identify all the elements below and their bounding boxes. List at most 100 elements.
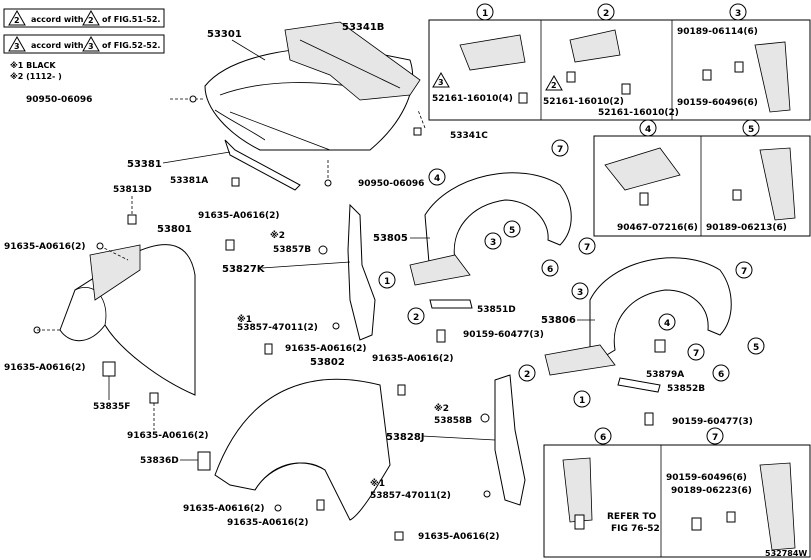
triangle-3b-label: 3 — [88, 42, 94, 51]
label-90159-60496-a: 90159-60496(6) — [677, 98, 758, 108]
label-53879A: 53879A — [646, 370, 684, 380]
callout-1-a — [378, 271, 396, 289]
label-90467-07216: 90467-07216(6) — [617, 223, 698, 233]
label-53805: 53805 — [373, 233, 408, 244]
hood-seal-group: 53341B 53341C — [284, 21, 488, 141]
callout-7-c — [735, 261, 753, 279]
label-x2-b: ※2 — [434, 403, 449, 414]
label-53851D: 53851D — [477, 305, 516, 315]
callout-1-b-label: 1 — [579, 396, 585, 406]
legend-x2: ※2 (1112- ) — [10, 71, 62, 81]
detail-2-triangle-label: 2 — [551, 81, 557, 90]
liner-b-callouts: 7 3 4 7 5 6 2 1 — [518, 261, 765, 408]
mudguard-53852B — [617, 377, 661, 393]
label-x1-a: ※1 — [237, 314, 252, 325]
callout-6-a-label: 6 — [547, 265, 553, 275]
bolt-53813D-icon — [127, 214, 137, 225]
detail-7-screw-icon — [691, 517, 702, 531]
leader-53827K — [261, 261, 351, 269]
detail-3-clip-b-icon — [702, 69, 712, 81]
bolt-g-icon — [274, 504, 282, 512]
label-91635-d: 91635-A0616(2) — [285, 344, 367, 354]
callout-6-b-label: 6 — [718, 370, 724, 380]
detail-6-callout — [594, 427, 612, 445]
liner-a-flap — [409, 254, 471, 286]
leader-53381 — [162, 151, 231, 164]
bumper-b-icon — [324, 179, 332, 187]
leader-53341C — [417, 109, 426, 129]
detail-6-liner — [562, 457, 593, 523]
detail-4-liner — [604, 147, 681, 191]
fender-seal-b — [494, 374, 526, 506]
detail-1-clip-icon — [518, 92, 528, 104]
detail-3-callout — [729, 3, 747, 21]
callout-6-b — [712, 364, 730, 382]
detail-5-liner — [759, 147, 796, 221]
detail-2-clip-a-icon — [566, 71, 576, 83]
callout-3-a — [484, 232, 502, 250]
callout-3-b — [571, 282, 589, 300]
label-91635-h: 91635-A0616(2) — [227, 518, 309, 528]
label-53852B: 53852B — [667, 384, 705, 394]
label-53835F: 53835F — [93, 402, 130, 412]
callout-5-b-label: 5 — [753, 343, 759, 353]
detail-1-callout-label: 1 — [482, 9, 488, 19]
bolt-e-icon — [397, 384, 406, 396]
detail-1-triangle-label: 3 — [438, 78, 444, 87]
label-91635-f: 91635-A0616(2) — [127, 431, 209, 441]
bolt-c-icon — [225, 239, 235, 251]
fender-seal-a-group: 91635-A0616(2) ※2 53857B 53827K ※1 53857… — [198, 203, 376, 341]
detail-7-callout — [706, 427, 724, 445]
callout-4-a — [428, 168, 446, 186]
label-53381: 53381 — [127, 159, 162, 170]
screw-a-icon — [436, 329, 446, 343]
right-fender-arch — [254, 462, 326, 491]
detail-2-callout-label: 2 — [603, 9, 609, 19]
label-53857-47011-a: 53857-47011(2) — [237, 323, 318, 333]
triangle-2b-icon — [82, 9, 100, 26]
insulator-ridge — [299, 39, 401, 89]
callout-2-b-label: 2 — [524, 370, 530, 380]
clip-53879A-icon — [654, 339, 666, 353]
label-53301: 53301 — [207, 29, 242, 40]
detail-2-liner — [569, 29, 621, 63]
label-90159-60477-b: 90159-60477(3) — [672, 417, 753, 427]
bracket-53836D-icon — [197, 451, 211, 471]
callout-7-d — [687, 343, 705, 361]
label-91635-i: 91635-A0616(2) — [418, 532, 500, 542]
fender-seal-b-group: ※2 53858B 53828J ※1 53857-47011(2) — [370, 374, 526, 506]
legend-note-3-text-a: accord with — [31, 41, 84, 50]
triangle-3b-icon — [82, 35, 100, 52]
callout-5-a — [503, 220, 521, 238]
callout-7-d-label: 7 — [693, 349, 699, 359]
label-53806: 53806 — [541, 315, 576, 326]
callout-7-a — [551, 139, 569, 157]
label-90189-06213: 90189-06213(6) — [706, 223, 787, 233]
hood-edge — [214, 109, 266, 141]
hood-front-edge — [229, 111, 331, 151]
detail-3-clip-a-icon — [734, 61, 744, 73]
liner-a-group: 53805 53851D 90159-60477(3) — [373, 172, 572, 343]
bolt-i-icon — [394, 531, 404, 541]
leader-53828J — [421, 435, 496, 441]
callout-2-b — [518, 364, 536, 382]
label-90189-06223: 90189-06223(6) — [671, 486, 752, 496]
detail-4-callout — [639, 119, 657, 137]
detail-2-clip-b-icon — [621, 83, 631, 95]
callout-2-a — [407, 307, 425, 325]
label-53857-47011-b: 53857-47011(2) — [370, 491, 451, 501]
detail-3-liner — [754, 41, 791, 113]
mudguard-53851D — [429, 299, 473, 309]
callout-6-a — [541, 259, 559, 277]
label-x1-b: ※1 — [370, 478, 385, 489]
clip-53341C-icon — [413, 127, 422, 136]
label-52161-16010-2b: 52161-16010(2) — [598, 108, 679, 118]
bolt-f-icon — [149, 392, 159, 404]
label-53827K: 53827K — [222, 264, 266, 275]
leader-91635-a — [99, 245, 129, 261]
detail-6-callout-label: 6 — [600, 433, 606, 443]
callout-1-b — [573, 390, 591, 408]
label-53828J: 53828J — [386, 432, 425, 443]
label-53858B: 53858B — [434, 416, 472, 426]
